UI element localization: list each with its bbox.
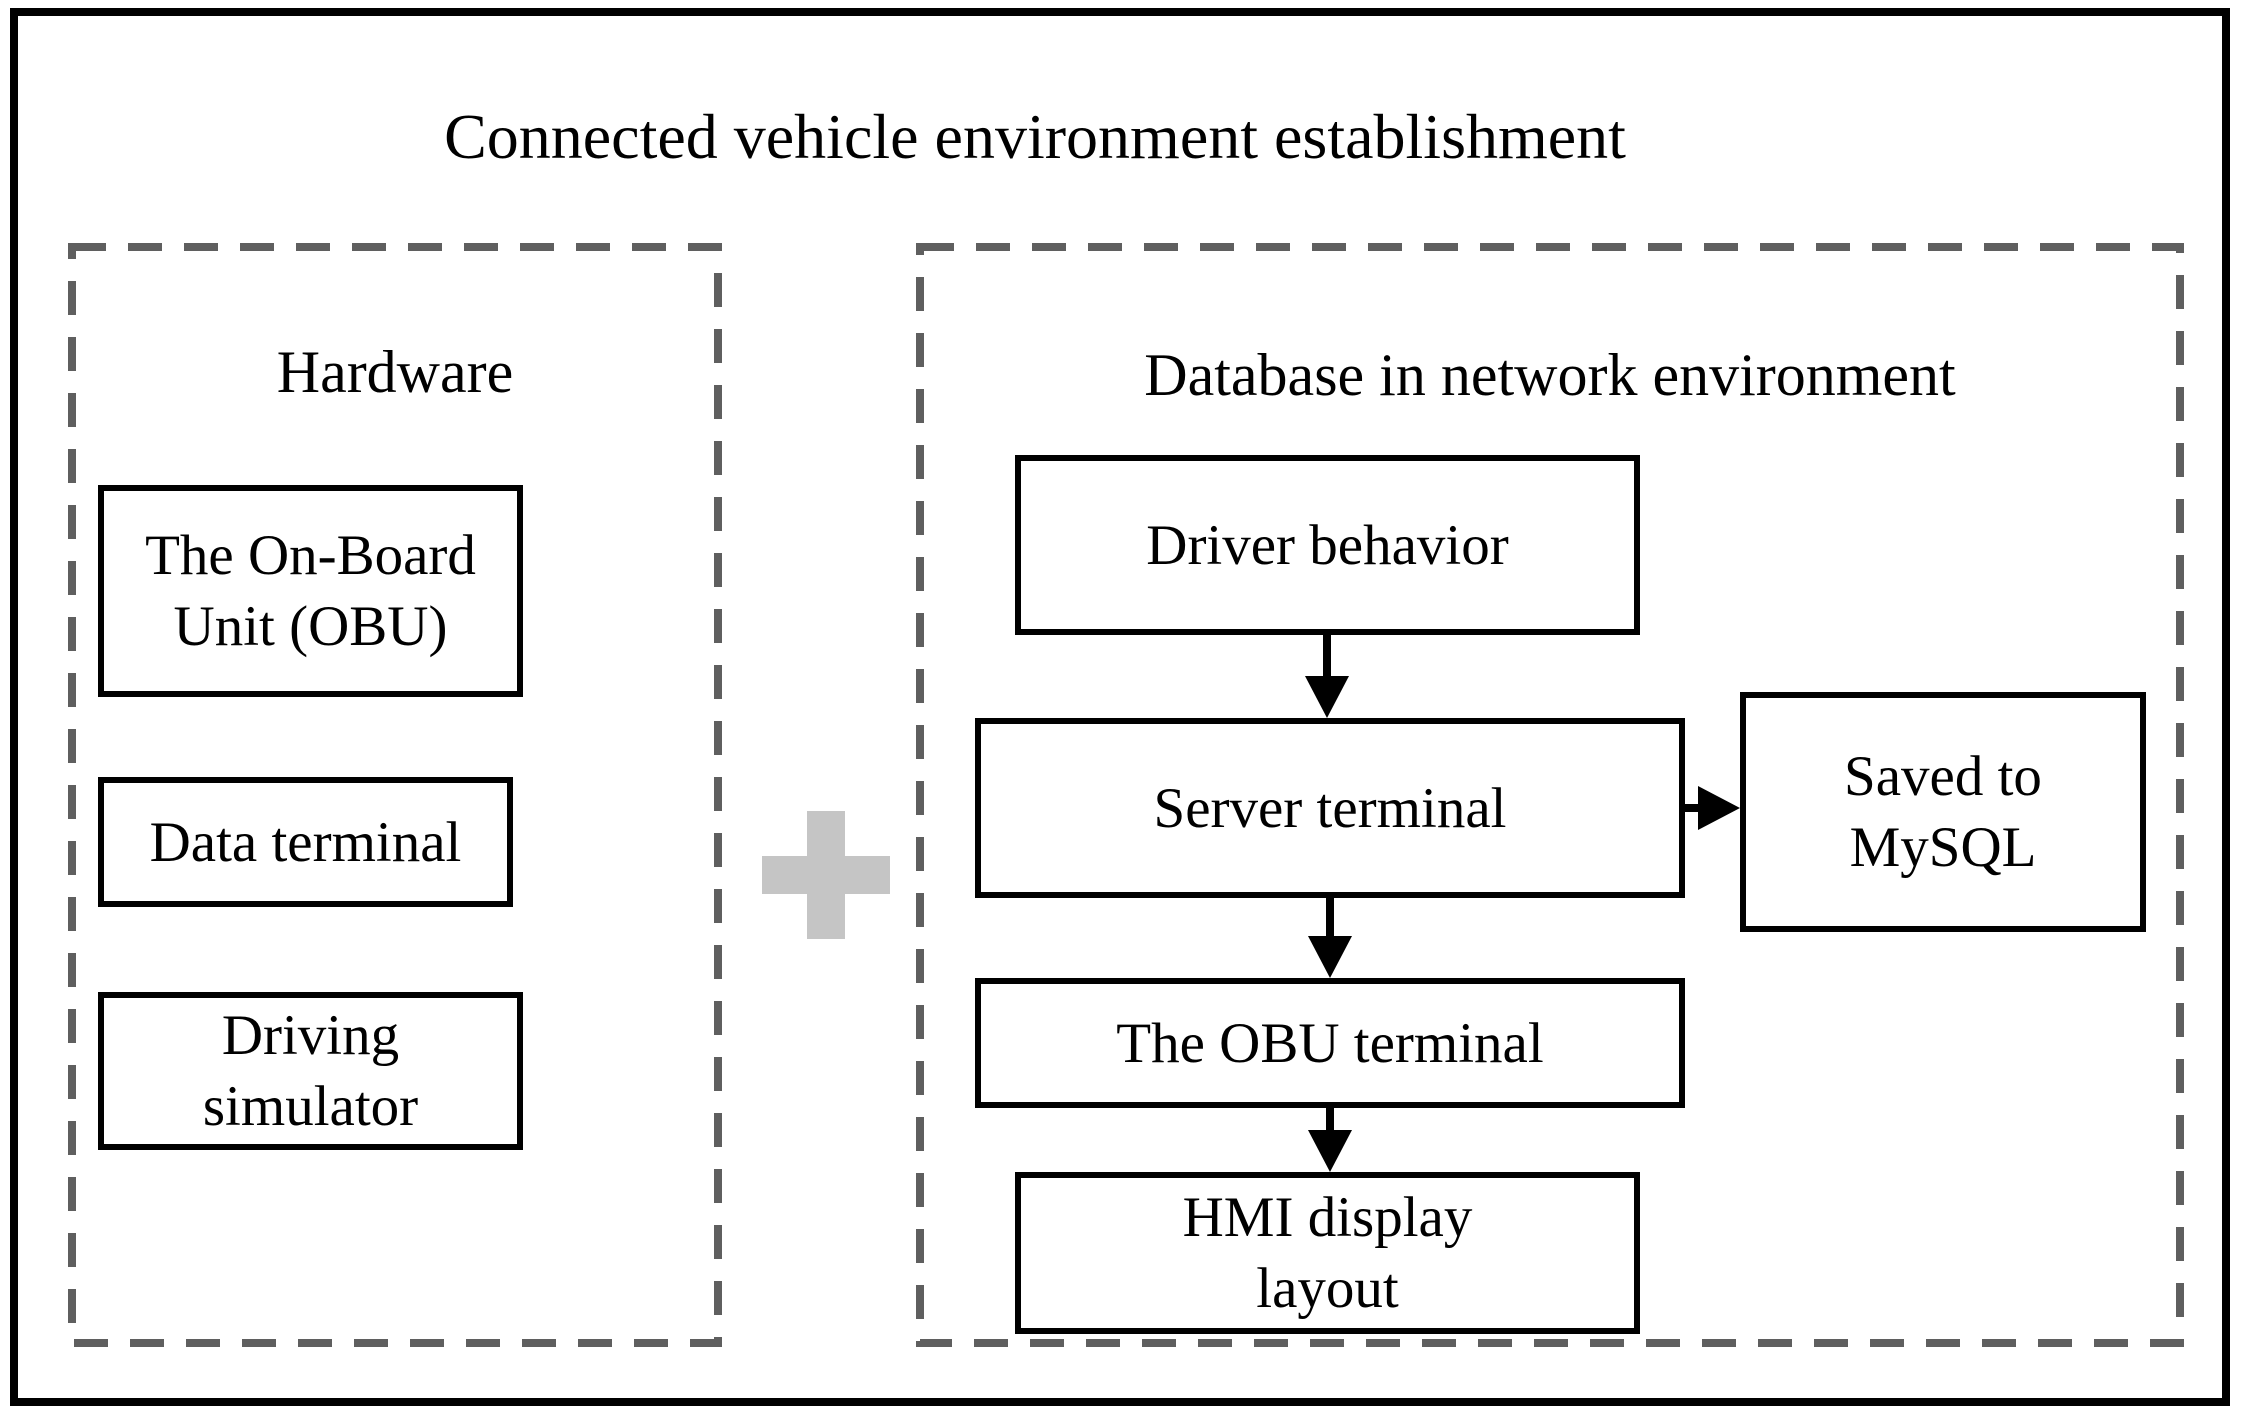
data-terminal-box: Data terminal: [98, 777, 513, 907]
driving-simulator-label-line1: Driving: [221, 1004, 400, 1067]
arrow-obu-to-hmi: [1308, 1108, 1352, 1172]
arrow-server-to-mysql: [1685, 786, 1740, 830]
driver-behavior-box: Driver behavior: [1015, 455, 1640, 635]
arrow-server-to-obu: [1308, 898, 1352, 978]
hardware-panel-heading: Hardware: [276, 339, 514, 405]
obu-hardware-label-line2: Unit (OBU): [173, 595, 448, 658]
hmi-display-label-line2: layout: [1256, 1257, 1399, 1320]
data-terminal-label: Data terminal: [149, 810, 462, 874]
obu-terminal-box: The OBU terminal: [975, 978, 1685, 1108]
obu-terminal-label: The OBU terminal: [1116, 1011, 1544, 1075]
database-panel-heading: Database in network environment: [1144, 342, 1956, 408]
arrow-driver-to-server: [1305, 635, 1349, 718]
server-terminal-label: Server terminal: [1153, 776, 1507, 840]
hmi-display-layout-box: HMI display layout: [1015, 1172, 1640, 1334]
saved-to-mysql-label-line1: Saved to: [1844, 745, 2042, 808]
server-terminal-box: Server terminal: [975, 718, 1685, 898]
obu-hardware-box: The On-Board Unit (OBU): [98, 485, 523, 697]
database-panel-border: [916, 243, 2184, 1347]
hmi-display-label-line1: HMI display: [1182, 1186, 1473, 1249]
driving-simulator-box: Driving simulator: [98, 992, 523, 1150]
driver-behavior-label: Driver behavior: [1146, 513, 1509, 577]
diagram-title: Connected vehicle environment establishm…: [444, 101, 1626, 172]
driving-simulator-label-line2: simulator: [202, 1075, 419, 1138]
outer-frame: [10, 8, 2230, 1406]
saved-to-mysql-box: Saved to MySQL: [1740, 692, 2146, 932]
obu-hardware-label-line1: The On-Board: [145, 524, 476, 587]
saved-to-mysql-label-line2: MySQL: [1849, 816, 2037, 879]
plus-icon: [762, 811, 890, 939]
hardware-panel-border: [68, 243, 722, 1347]
